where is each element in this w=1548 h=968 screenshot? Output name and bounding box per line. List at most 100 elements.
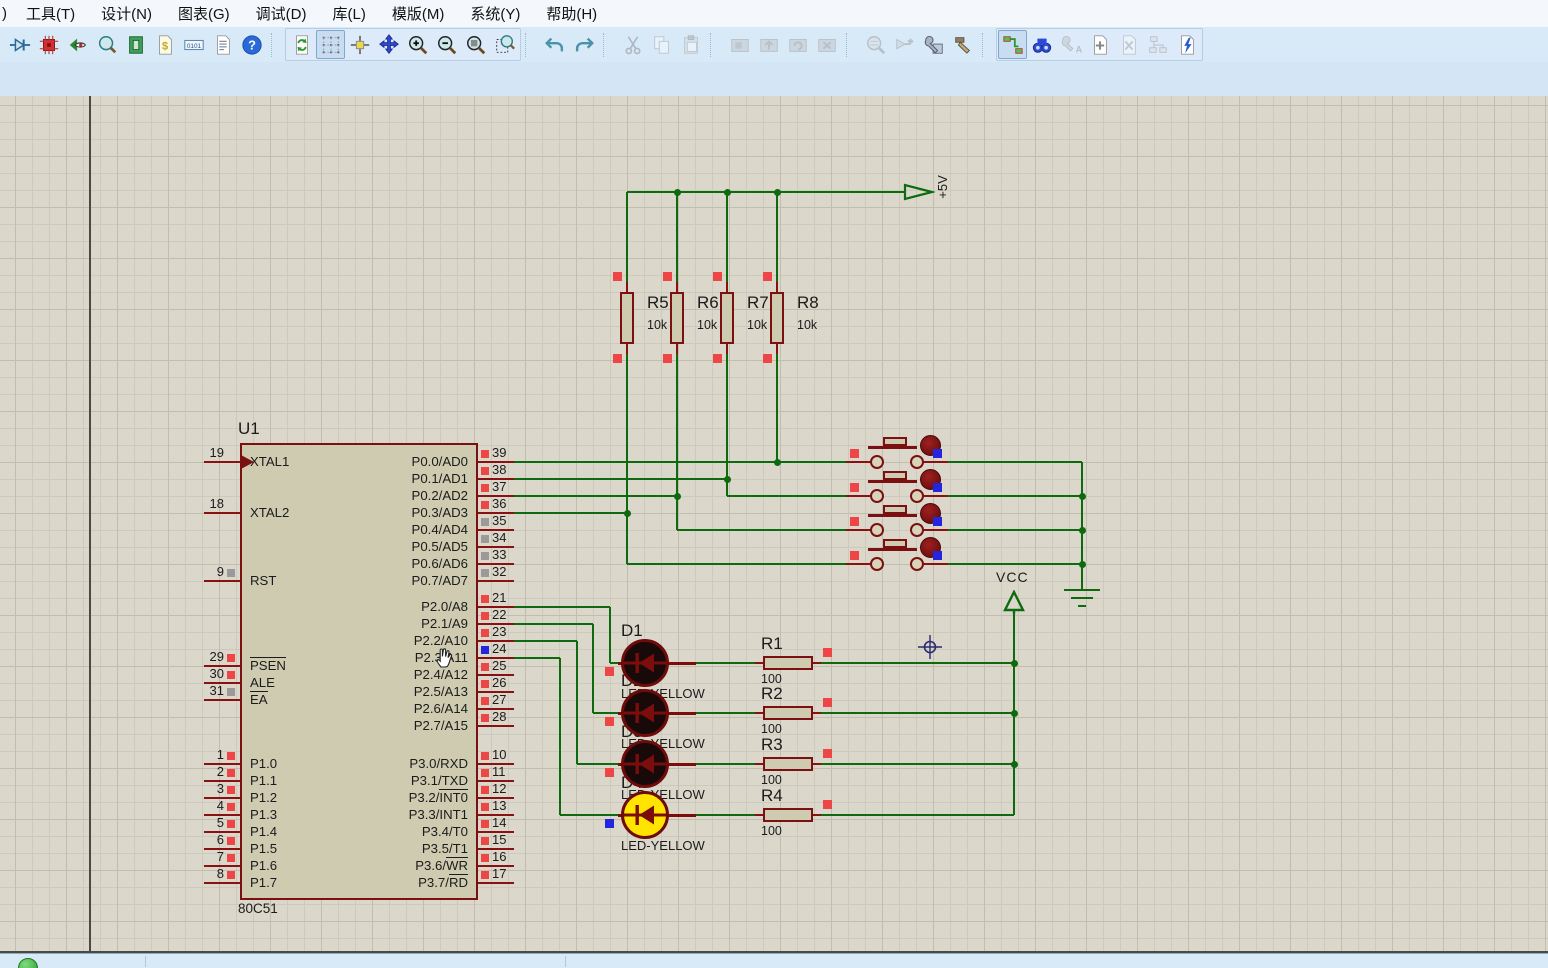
- toolbar-group-5: [860, 29, 978, 60]
- pin-state-indicator: [481, 467, 489, 475]
- svg-text:A: A: [1075, 44, 1081, 54]
- resistor-R1[interactable]: [763, 656, 813, 670]
- pin-state-indicator: [713, 272, 722, 281]
- menu-item-7[interactable]: 系统(Y): [470, 6, 521, 23]
- led-D3[interactable]: [621, 740, 669, 788]
- redo-icon[interactable]: [569, 30, 598, 59]
- pin-name: P0.4/AD4: [411, 522, 468, 537]
- design-tools-icon[interactable]: [948, 30, 977, 59]
- ic-edit-icon[interactable]: [34, 30, 63, 59]
- zoom-area-icon[interactable]: [490, 30, 519, 59]
- zoom-out-icon[interactable]: [432, 30, 461, 59]
- view-schematic-icon[interactable]: [63, 30, 92, 59]
- netlist-viewer-icon[interactable]: [121, 30, 150, 59]
- pin-number-1: 1: [216, 747, 224, 762]
- pin-state-indicator: [481, 518, 489, 526]
- push-button-1-cap[interactable]: [883, 437, 907, 446]
- menu-item-4[interactable]: 调试(D): [255, 6, 307, 23]
- resistor-R3[interactable]: [763, 757, 813, 771]
- resistor-R5[interactable]: [620, 292, 634, 344]
- help-icon[interactable]: ?: [237, 30, 266, 59]
- pin-state-indicator: [823, 800, 832, 809]
- wire-segment: [696, 763, 755, 765]
- pin-name: P2.1/A9: [421, 616, 468, 631]
- pin-stub: [478, 708, 514, 710]
- wire-segment: [576, 641, 578, 764]
- push-button-4-terminal[interactable]: [910, 557, 924, 571]
- zoom-in-icon[interactable]: [403, 30, 432, 59]
- push-button-2-terminal[interactable]: [910, 489, 924, 503]
- pin-number-5: 5: [216, 815, 224, 830]
- resistor-value-R3: 100: [761, 773, 782, 787]
- junction-dot: [673, 492, 681, 500]
- pin-state-indicator: [481, 535, 489, 543]
- pin-state-indicator: [850, 449, 859, 458]
- pin-name: P0.5/AD5: [411, 539, 468, 554]
- pin-number-30: 30: [209, 666, 224, 681]
- push-button-4-terminal[interactable]: [870, 557, 884, 571]
- menu-item-1[interactable]: 工具(T): [26, 6, 76, 23]
- pin-name: P1.4: [250, 824, 278, 839]
- pin-state-indicator: [481, 803, 489, 811]
- push-button-1-terminal[interactable]: [870, 455, 884, 469]
- new-sheet-icon[interactable]: [1085, 30, 1114, 59]
- menu-item-6[interactable]: 模版(M): [391, 6, 445, 23]
- pin-stub: [478, 831, 514, 833]
- led-D4[interactable]: [621, 791, 669, 839]
- push-button-3-cap[interactable]: [883, 505, 907, 514]
- chip-body-80C51[interactable]: [240, 443, 478, 900]
- pin-state-indicator: [850, 517, 859, 526]
- text-script-icon[interactable]: [208, 30, 237, 59]
- menu-item-0[interactable]: ): [2, 5, 7, 22]
- wire-segment: [727, 495, 846, 497]
- wire-autoroute-icon[interactable]: [998, 30, 1027, 59]
- resistor-R7[interactable]: [720, 292, 734, 344]
- led-D1[interactable]: [621, 639, 669, 687]
- menu-item-8[interactable]: 帮助(H): [546, 6, 598, 23]
- pin-state-indicator: [227, 803, 235, 811]
- pin-stub: [478, 495, 514, 497]
- search-component-icon[interactable]: [1027, 30, 1056, 59]
- push-button-1-terminal[interactable]: [910, 455, 924, 469]
- mouse-hand-cursor: [433, 645, 455, 669]
- simulation-play-icon[interactable]: [18, 958, 38, 968]
- pin-stub: [204, 848, 240, 850]
- undo-icon[interactable]: [540, 30, 569, 59]
- menu-item-3[interactable]: 图表(G): [177, 6, 230, 23]
- electrical-check-icon[interactable]: [1172, 30, 1201, 59]
- zoom-select-icon[interactable]: [92, 30, 121, 59]
- button-contact-bar: [868, 547, 917, 551]
- refresh-sheet-icon[interactable]: [287, 30, 316, 59]
- menu-item-5[interactable]: 库(L): [332, 6, 366, 23]
- grid-toggle-icon[interactable]: [316, 30, 345, 59]
- push-button-2-cap[interactable]: [883, 471, 907, 480]
- pin-state-indicator: [481, 501, 489, 509]
- resistor-R2[interactable]: [763, 706, 813, 720]
- pin-name: P3.4/T0: [421, 824, 468, 839]
- push-button-2-terminal[interactable]: [870, 489, 884, 503]
- pin-name: RST: [250, 573, 277, 588]
- toolbar-separator: [271, 32, 277, 57]
- ground-symbol: [1064, 588, 1100, 592]
- pin-state-indicator: [933, 517, 942, 526]
- schematic-canvas[interactable]: +5VVCCR510kR610kR710kR810kD1LED-YELLOWD2…: [0, 96, 1548, 953]
- push-button-3-terminal[interactable]: [870, 523, 884, 537]
- led-D2[interactable]: [621, 689, 669, 737]
- resistor-R8[interactable]: [770, 292, 784, 344]
- resistor-value-R4: 100: [761, 824, 782, 838]
- zoom-extents-icon[interactable]: [461, 30, 490, 59]
- edit-properties-icon[interactable]: [919, 30, 948, 59]
- menu-item-2[interactable]: 设计(N): [101, 6, 152, 23]
- status-separator: [565, 956, 566, 967]
- resistor-R6[interactable]: [670, 292, 684, 344]
- pin-state-indicator: [613, 354, 622, 363]
- bom-report-icon[interactable]: $: [150, 30, 179, 59]
- push-button-4-cap[interactable]: [883, 539, 907, 548]
- push-button-3-terminal[interactable]: [910, 523, 924, 537]
- component-mode-icon[interactable]: [5, 30, 34, 59]
- resistor-value-R2: 100: [761, 722, 782, 736]
- pan-view-icon[interactable]: [374, 30, 403, 59]
- origin-marker-icon[interactable]: [345, 30, 374, 59]
- resistor-R4[interactable]: [763, 808, 813, 822]
- digital-analysis-icon[interactable]: 0101: [179, 30, 208, 59]
